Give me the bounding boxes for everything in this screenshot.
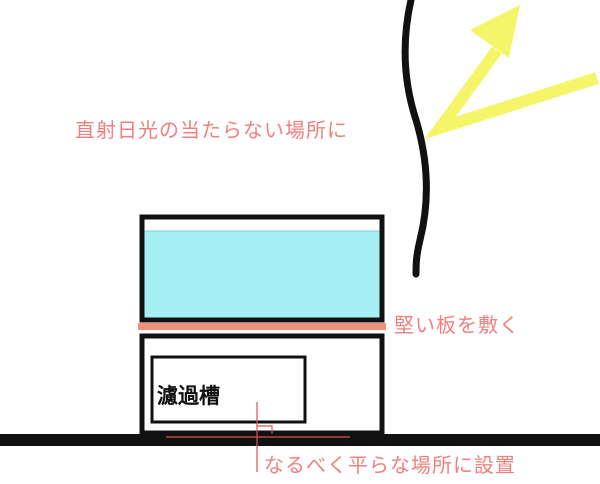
board-note: 堅い板を敷く	[394, 313, 520, 337]
sunlight-arrow-icon	[424, 5, 599, 140]
hard-board	[138, 323, 386, 330]
floor	[0, 434, 600, 446]
filter-tank	[150, 355, 307, 424]
water	[144, 231, 380, 318]
sunlight-note: 直射日光の当たらない場所に	[75, 118, 348, 142]
window-edge-line	[401, 0, 430, 278]
filter-tank-label: 濾過槽	[157, 384, 220, 408]
aquarium-tank	[139, 214, 385, 323]
leader-lines	[166, 402, 350, 472]
floor-note: なるべく平らな場所に設置	[264, 453, 516, 477]
